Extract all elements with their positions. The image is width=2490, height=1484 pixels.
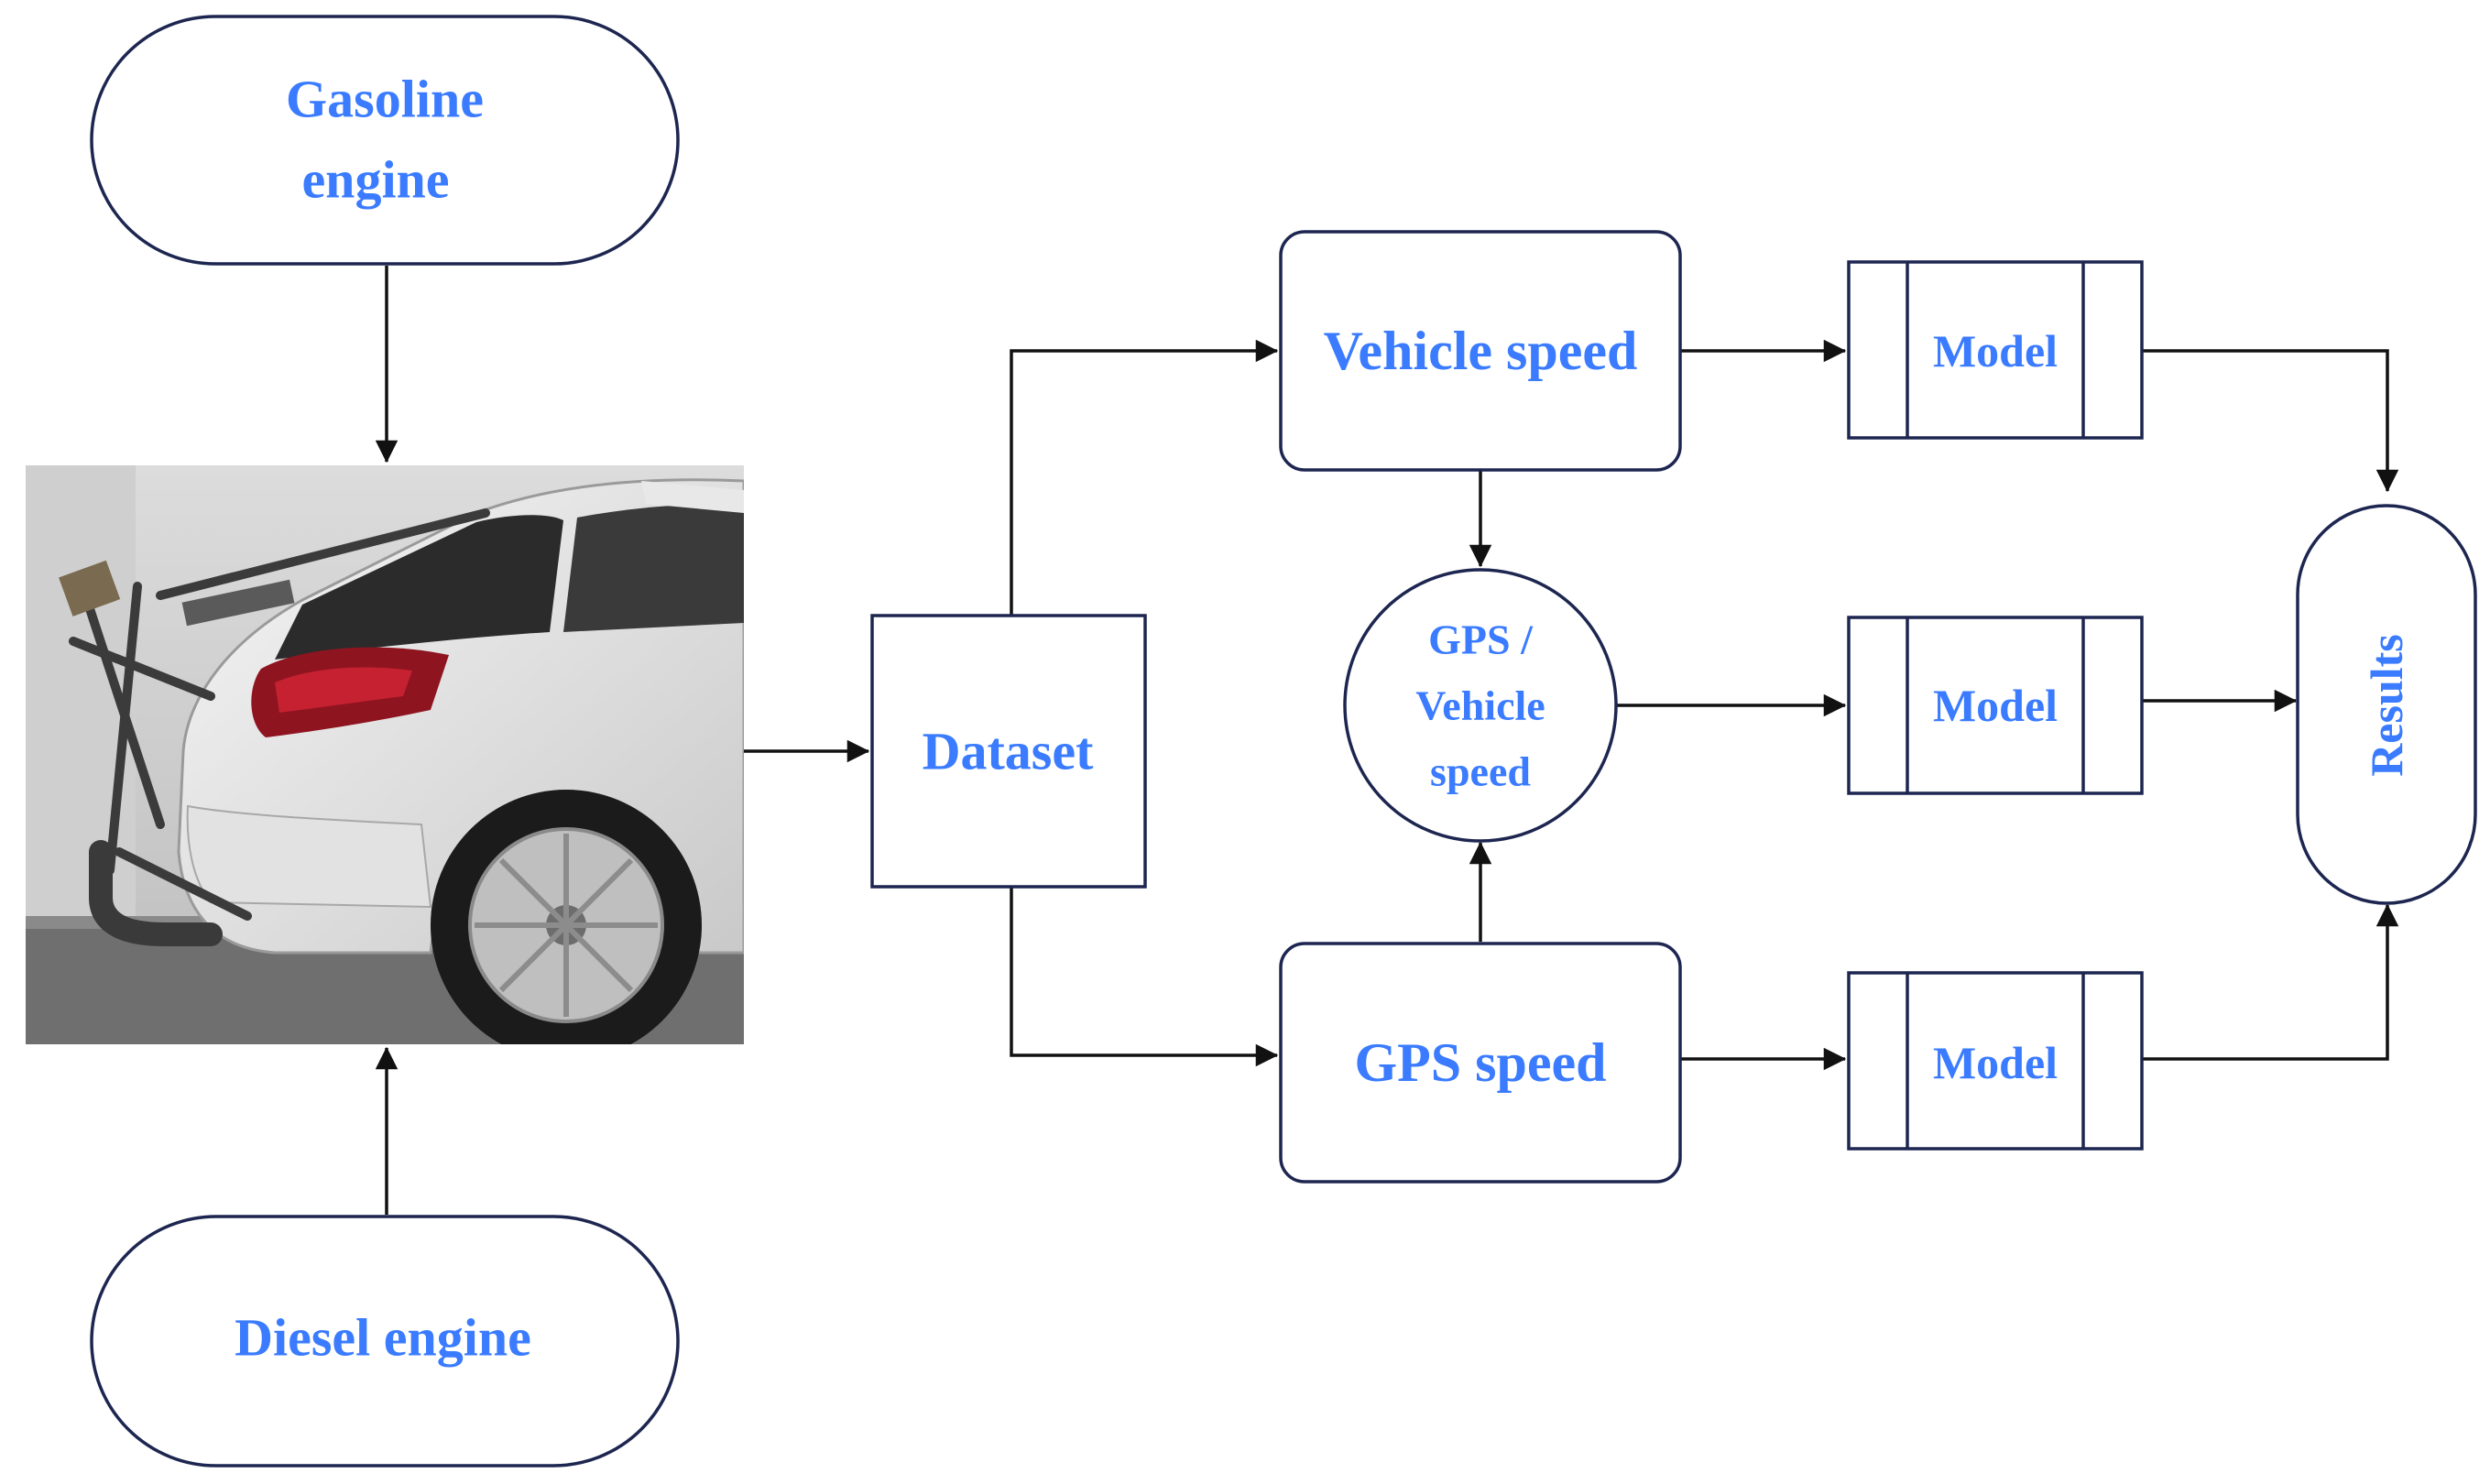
node-vehicle-speed: Vehicle speed [1279, 230, 1682, 472]
node-gps-vehicle-speed: GPS / Vehicle speed [1343, 568, 1618, 843]
model-top-label: Model [1933, 325, 2058, 376]
node-model-middle: Model [1847, 616, 2144, 795]
model-middle-label: Model [1933, 680, 2058, 731]
model-bottom-label: Model [1933, 1037, 2058, 1088]
node-results: Results [2296, 504, 2477, 905]
vehicle-speed-label: Vehicle speed [1324, 321, 1638, 381]
gasoline-engine-label-line2: engine [301, 150, 449, 210]
node-gasoline-engine: Gasoline engine [90, 15, 680, 266]
dataset-label: Dataset [923, 722, 1095, 781]
node-gps-speed: GPS speed [1279, 942, 1682, 1184]
node-dataset: Dataset [870, 614, 1147, 889]
results-label: Results [2361, 634, 2412, 777]
diesel-engine-label: Diesel engine [235, 1308, 531, 1368]
node-model-top: Model [1847, 260, 2144, 440]
arrow-model-bottom-to-results [2140, 903, 2399, 1061]
gps-vehicle-speed-label-line1: GPS / [1428, 617, 1534, 663]
gps-speed-label: GPS speed [1354, 1032, 1606, 1093]
gps-vehicle-speed-label-line2: Vehicle [1415, 682, 1545, 729]
car-photo [26, 465, 744, 1044]
gasoline-engine-label-line1: Gasoline [286, 70, 484, 129]
arrow-dataset-to-vehicle-speed [1010, 339, 1279, 616]
node-model-bottom: Model [1847, 971, 2144, 1151]
node-diesel-engine: Diesel engine [90, 1215, 680, 1468]
gps-vehicle-speed-label-line3: speed [1430, 748, 1531, 795]
arrow-model-top-to-results [2140, 349, 2399, 493]
arrow-dataset-to-gps-speed [1010, 887, 1279, 1067]
edges [375, 266, 2399, 1215]
